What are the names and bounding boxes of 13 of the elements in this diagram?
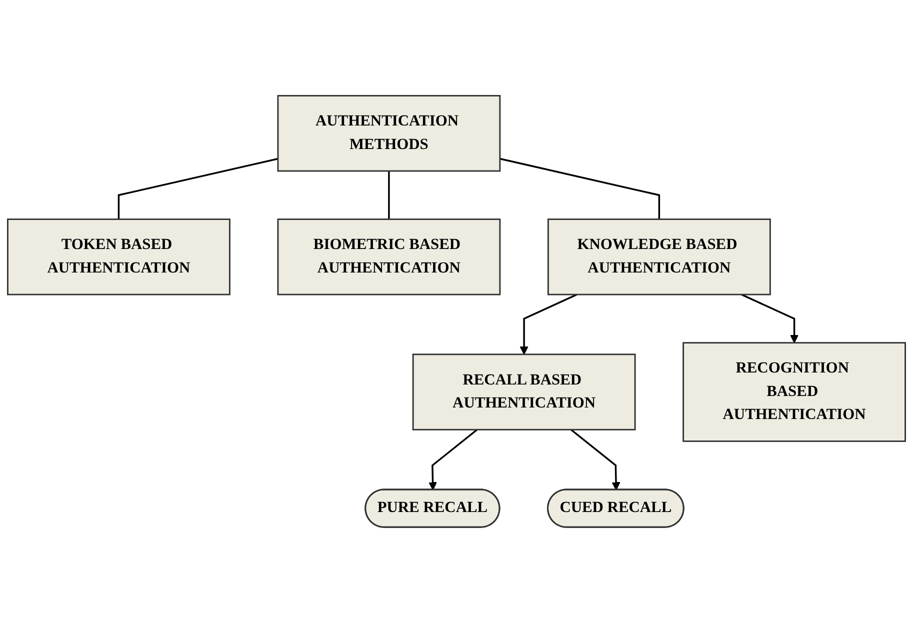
connector — [500, 158, 660, 220]
node-box: RECOGNITION BASED AUTHENTICATION — [682, 342, 906, 442]
node-box: BIOMETRIC BASED AUTHENTICATION — [277, 218, 501, 296]
arrow — [428, 429, 478, 490]
node-box: KNOWLEDGE BASED AUTHENTICATION — [547, 218, 771, 296]
arrow — [520, 294, 578, 355]
arrow — [741, 294, 799, 344]
node-box: TOKEN BASED AUTHENTICATION — [7, 218, 230, 296]
connector — [118, 158, 278, 220]
node-box: RECALL BASED AUTHENTICATION — [412, 354, 636, 430]
node-box: AUTHENTICATION METHODS — [277, 95, 501, 172]
connector — [388, 171, 390, 220]
arrow — [570, 429, 620, 490]
